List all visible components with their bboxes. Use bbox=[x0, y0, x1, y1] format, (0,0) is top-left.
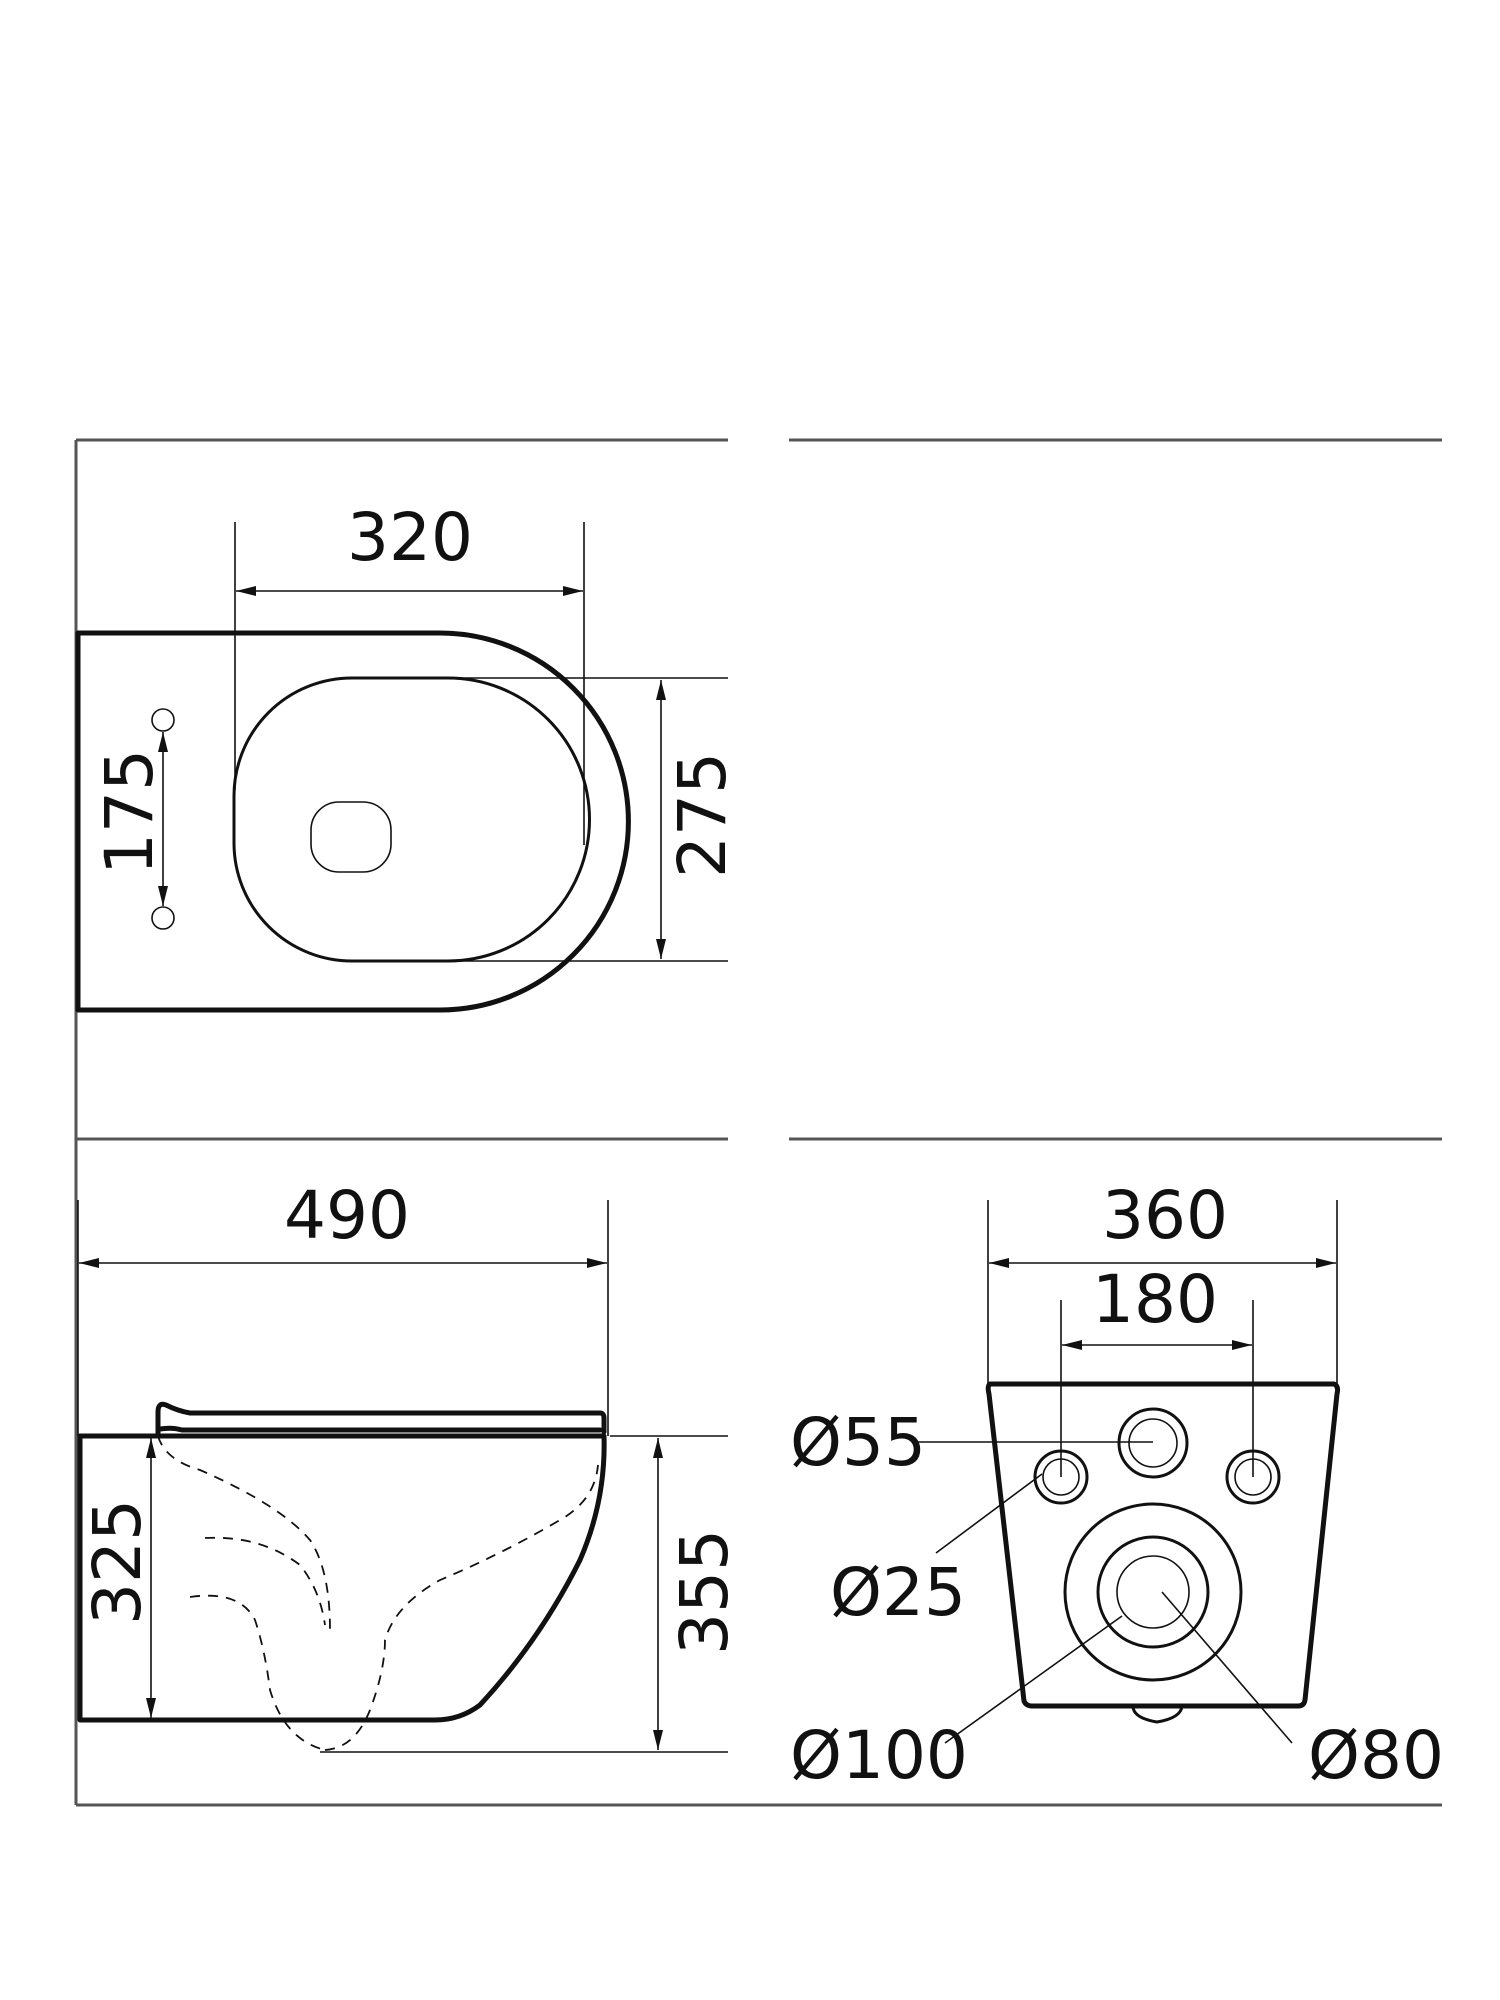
side-body-outline bbox=[77, 1433, 607, 1723]
frame bbox=[74, 438, 1442, 1807]
dim-180-label: 180 bbox=[1092, 1261, 1218, 1338]
outlet-inner bbox=[1116, 1555, 1190, 1629]
bolt-hole-bottom bbox=[151, 906, 175, 930]
seat-lid bbox=[155, 1401, 607, 1438]
side-view: 490 325 355 bbox=[77, 1177, 743, 1753]
dim-355-label: 355 bbox=[666, 1529, 743, 1655]
label-dia-100: Ø100 bbox=[790, 1717, 968, 1794]
drain-opening bbox=[310, 801, 392, 873]
dim-360-label: 360 bbox=[1102, 1177, 1228, 1254]
bowl-outline bbox=[75, 630, 631, 1013]
label-dia-25: Ø25 bbox=[830, 1554, 966, 1631]
seat-lid-line bbox=[157, 1425, 603, 1433]
dim-320-label: 320 bbox=[347, 499, 473, 576]
dim-175-label: 175 bbox=[91, 749, 168, 875]
trapway-dashed-2 bbox=[204, 1536, 326, 1626]
dim-490-label: 490 bbox=[284, 1177, 410, 1254]
leader-25 bbox=[935, 1473, 1043, 1554]
leader-100 bbox=[944, 1615, 1123, 1744]
trapway-dashed-1 bbox=[157, 1435, 331, 1631]
rear-body-outline bbox=[985, 1381, 1341, 1709]
dim-275-label: 275 bbox=[664, 752, 741, 878]
label-dia-55: Ø55 bbox=[790, 1404, 926, 1481]
inlet-inner bbox=[1128, 1418, 1178, 1468]
bolt-hole-top bbox=[151, 708, 175, 732]
outlet-middle bbox=[1096, 1535, 1210, 1649]
trapway-dashed-3 bbox=[189, 1594, 326, 1751]
trapway-dashed-4 bbox=[324, 1464, 599, 1751]
rear-view: 360 180 Ø55 Ø25 Ø100 Ø80 bbox=[790, 1177, 1444, 1794]
label-dia-80: Ø80 bbox=[1308, 1717, 1444, 1794]
dim-325-label: 325 bbox=[79, 1499, 156, 1625]
seat-opening bbox=[232, 676, 591, 963]
top-view: 175 320 275 bbox=[75, 499, 741, 1013]
outlet-outer bbox=[1063, 1502, 1243, 1682]
inlet-outer bbox=[1117, 1407, 1189, 1479]
leader-80 bbox=[1161, 1591, 1293, 1744]
bottom-nub bbox=[1131, 1705, 1184, 1724]
